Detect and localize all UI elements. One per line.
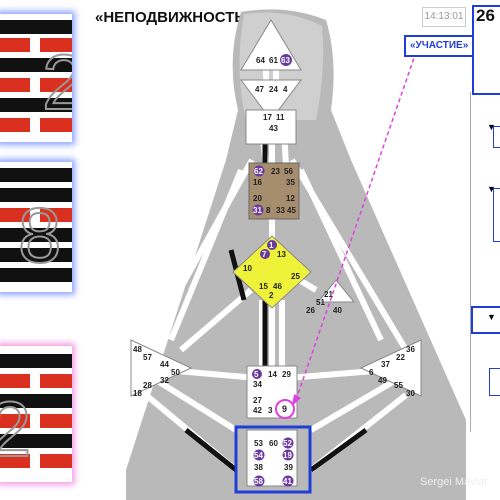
svg-text:37: 37 — [381, 360, 390, 369]
svg-text:49: 49 — [378, 376, 387, 385]
arrow-head-icon — [292, 394, 301, 406]
highlight-gate-circle — [275, 399, 295, 419]
svg-text:64: 64 — [256, 56, 265, 65]
svg-text:14: 14 — [268, 370, 277, 379]
svg-text:57: 57 — [143, 353, 152, 362]
chevron-down-icon[interactable]: ▼ — [487, 184, 496, 194]
svg-text:50: 50 — [171, 368, 180, 377]
svg-text:61: 61 — [269, 56, 278, 65]
svg-text:52: 52 — [283, 439, 292, 448]
dashed-arrow — [295, 51, 417, 401]
svg-text:6: 6 — [369, 368, 374, 377]
svg-text:22: 22 — [396, 353, 405, 362]
svg-text:55: 55 — [394, 381, 403, 390]
svg-text:48: 48 — [133, 345, 142, 354]
svg-text:51: 51 — [316, 298, 325, 307]
panel-box-3[interactable] — [471, 306, 500, 334]
solar-plexus-center — [359, 339, 422, 397]
svg-text:17: 17 — [263, 113, 272, 122]
svg-text:4: 4 — [283, 85, 288, 94]
svg-text:63: 63 — [281, 56, 290, 65]
svg-text:1: 1 — [269, 241, 274, 250]
hexagram-digit: 2 — [42, 38, 72, 126]
svg-text:60: 60 — [269, 439, 278, 448]
ajna-center — [240, 79, 302, 121]
svg-text:23: 23 — [271, 167, 280, 176]
svg-text:41: 41 — [283, 477, 292, 486]
svg-text:40: 40 — [333, 306, 342, 315]
hexagram-card-bottom[interactable]: 2 — [0, 346, 72, 482]
svg-text:43: 43 — [269, 124, 278, 133]
panel-box-4[interactable] — [489, 368, 500, 396]
svg-text:39: 39 — [284, 463, 293, 472]
svg-text:8: 8 — [266, 206, 271, 215]
gate-number: 26 — [476, 6, 495, 25]
svg-text:18: 18 — [133, 389, 142, 398]
timestamp: 14:13:01 — [422, 7, 466, 27]
root-highlight-box — [234, 425, 312, 494]
hexagram-card-top[interactable]: 2 — [0, 14, 86, 142]
svg-text:10: 10 — [243, 264, 252, 273]
svg-text:42: 42 — [253, 406, 262, 415]
page-title: «НЕПОДВИЖНОСТЬ» — [95, 9, 254, 26]
svg-text:19: 19 — [283, 451, 292, 460]
hexagram-digit: 2 — [0, 385, 31, 473]
author-credit: Sergei Mavlat — [420, 476, 488, 488]
svg-text:2: 2 — [269, 291, 274, 300]
panel-box-1[interactable] — [493, 126, 500, 148]
svg-text:58: 58 — [254, 477, 263, 486]
svg-text:7: 7 — [262, 250, 267, 259]
svg-text:33: 33 — [276, 206, 285, 215]
svg-text:53: 53 — [254, 439, 263, 448]
svg-text:20: 20 — [253, 194, 262, 203]
svg-text:47: 47 — [255, 85, 264, 94]
svg-text:31: 31 — [253, 206, 262, 215]
chevron-down-icon[interactable]: ▼ — [487, 122, 496, 132]
svg-text:35: 35 — [286, 178, 295, 187]
identity-center — [232, 235, 312, 309]
hexagram-lines-icon: 8 — [0, 168, 72, 282]
svg-text:27: 27 — [253, 396, 262, 405]
right-panel: ▼ ▼ ▼ — [470, 92, 500, 432]
panel-box-2[interactable] — [493, 188, 500, 242]
svg-text:11: 11 — [276, 113, 285, 122]
svg-text:29: 29 — [282, 370, 291, 379]
throat-center — [245, 109, 297, 145]
svg-text:9: 9 — [282, 404, 287, 414]
svg-text:56: 56 — [284, 167, 293, 176]
svg-text:25: 25 — [291, 272, 300, 281]
svg-text:5: 5 — [254, 370, 259, 379]
svg-text:12: 12 — [286, 194, 295, 203]
spleen-center — [130, 339, 193, 397]
hexagram-lines-icon: 2 — [0, 354, 72, 474]
svg-text:46: 46 — [273, 282, 282, 291]
svg-text:62: 62 — [254, 167, 263, 176]
svg-text:45: 45 — [287, 206, 296, 215]
hexagram-card-middle[interactable]: 8 — [0, 162, 72, 292]
svg-text:16: 16 — [253, 178, 262, 187]
svg-text:36: 36 — [406, 345, 415, 354]
svg-text:21: 21 — [324, 290, 333, 299]
svg-text:24: 24 — [269, 85, 278, 94]
participation-badge: «УЧАСТИЕ» — [404, 35, 475, 57]
svg-text:44: 44 — [160, 360, 169, 369]
hexagram-lines-icon: 2 — [0, 20, 86, 132]
svg-text:38: 38 — [254, 463, 263, 472]
svg-text:28: 28 — [143, 381, 152, 390]
ego-center — [316, 279, 356, 303]
svg-text:30: 30 — [406, 389, 415, 398]
hexagram-digit: 8 — [18, 191, 61, 279]
svg-text:13: 13 — [277, 250, 286, 259]
svg-text:15: 15 — [259, 282, 268, 291]
svg-text:3: 3 — [268, 406, 273, 415]
svg-text:32: 32 — [160, 376, 169, 385]
svg-text:54: 54 — [254, 451, 263, 460]
chevron-down-icon[interactable]: ▼ — [487, 312, 496, 322]
gate-info-panel[interactable] — [472, 5, 500, 95]
svg-text:34: 34 — [253, 380, 262, 389]
svg-text:26: 26 — [306, 306, 315, 315]
